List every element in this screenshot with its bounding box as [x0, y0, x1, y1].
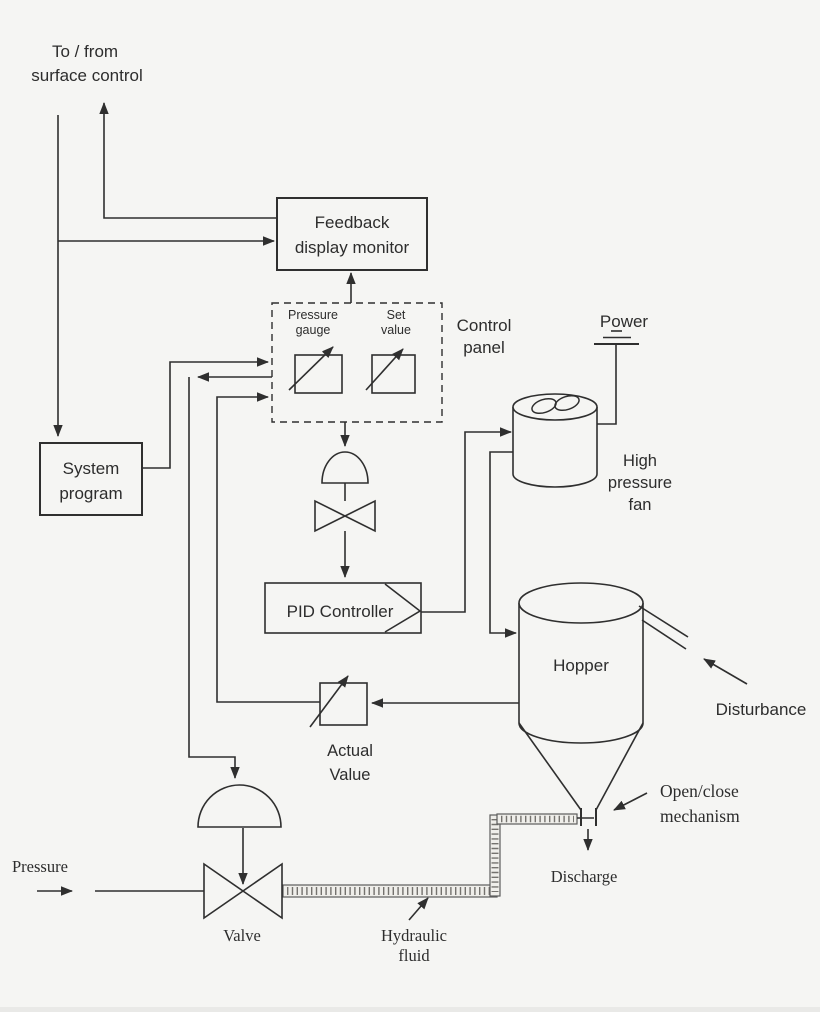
actual-value-instrument-icon [309, 675, 368, 728]
surface-control-label: surface control [31, 66, 143, 85]
pressure-gauge-needle [288, 346, 334, 391]
set-value-label: value [381, 323, 411, 337]
mid-actuator-dome [321, 451, 369, 484]
pipe-top-run [496, 813, 578, 825]
hopper-cone-left [518, 722, 582, 811]
disturbance-label: Disturbance [716, 700, 807, 719]
high-pressure-fan-symbol [512, 393, 598, 488]
actual-value-label: Actual [327, 742, 373, 760]
control-valve-icon [314, 451, 376, 533]
feedback-display-monitor-box [276, 197, 428, 271]
disturbance-chute [638, 605, 689, 650]
open-close-mechanism-label: mechanism [660, 806, 740, 826]
control-panel-label: Control [457, 316, 512, 335]
discharge-label: Discharge [551, 867, 618, 886]
set-value-instrument-icon [365, 348, 416, 394]
surface-control-label: To / from [52, 42, 118, 61]
signal-lines [37, 102, 748, 921]
fan-propeller-icon [554, 394, 580, 412]
power-label: Power [600, 312, 649, 331]
line-system-program-to-panel [142, 357, 269, 469]
hopper-cone-right [595, 722, 644, 811]
hydraulic-pointer-arrow [408, 897, 429, 921]
actual-value-needle [309, 675, 349, 728]
open-close-mechanism-label: Open/close [660, 781, 739, 801]
hopper-label: Hopper [553, 656, 609, 675]
pressure-gauge-label: Pressure [288, 308, 338, 322]
pipe-riser [489, 814, 501, 897]
pressure-label: Pressure [12, 857, 68, 876]
system-program-label: System [63, 459, 120, 478]
system-program-box [39, 442, 143, 516]
fan-body [512, 407, 598, 488]
set-value-label: Set [387, 308, 406, 322]
hopper-symbol [518, 582, 644, 811]
hopper-bottom-arc [518, 722, 644, 744]
control-panel-dashed-box [271, 302, 443, 423]
open-close-mechanism-icon [577, 808, 597, 826]
control-panel-label: panel [463, 338, 505, 357]
power-supply-icon [594, 330, 639, 345]
line-actual-value-to-panel [216, 392, 320, 703]
line-power-to-fan [597, 345, 617, 425]
high-pressure-fan-label: pressure [608, 474, 672, 492]
image-bottom-edge [0, 1007, 820, 1012]
pid-output-chevron-icon [384, 583, 422, 633]
line-panel-to-valve-actuator [188, 377, 240, 779]
valve-left-triangle [314, 499, 347, 533]
line-fan-to-hopper [489, 451, 517, 638]
hydraulic-pipe [282, 813, 578, 898]
high-pressure-fan-label: fan [629, 496, 652, 514]
hydraulic-fluid-label: fluid [398, 946, 430, 965]
system-program-label: program [59, 484, 122, 503]
high-pressure-fan-label: High [623, 452, 657, 470]
pressure-gauge-instrument-icon [288, 346, 343, 394]
open-close-pointer-arrow [613, 792, 648, 811]
pid-controller-label: PID Controller [287, 602, 394, 621]
valve-right-triangle [241, 862, 283, 920]
actual-value-label: Value [330, 766, 371, 784]
hopper-top [518, 582, 644, 624]
valve-left-triangle [203, 862, 245, 920]
valve-actuator-dome [197, 784, 282, 828]
feedback-monitor-label: Feedback [315, 213, 390, 232]
pid-controller-box [264, 582, 422, 634]
hydraulic-fluid-label: Hydraulic [381, 926, 447, 945]
valve-label: Valve [223, 926, 261, 945]
set-value-square [371, 354, 416, 394]
line-pid-to-fan [421, 427, 512, 613]
valve-right-triangle [343, 499, 376, 533]
disturbance-arrow [703, 658, 748, 685]
pressure-gauge-label: gauge [296, 323, 331, 337]
line-monitor-to-surface-control [99, 102, 277, 219]
feedback-monitor-label: display monitor [295, 238, 410, 257]
main-valve-icon [197, 784, 283, 920]
set-value-needle [365, 348, 404, 391]
